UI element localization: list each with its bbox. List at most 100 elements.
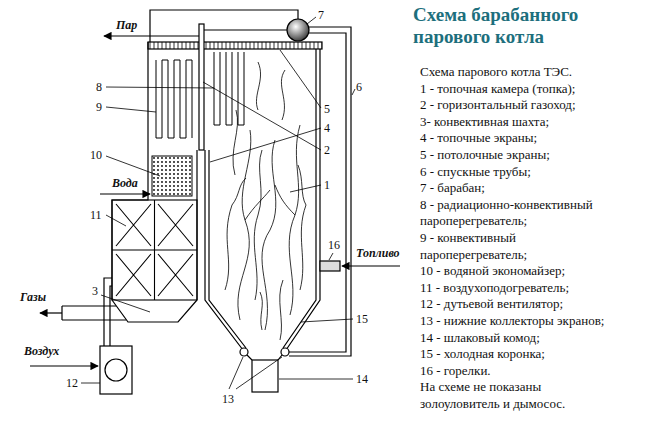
air-heater: [112, 200, 197, 300]
flame: [275, 185, 295, 215]
lower-collector: [240, 348, 248, 356]
shaft-wall: [112, 42, 148, 300]
leader-line: [352, 89, 355, 95]
shaft-hopper: [62, 306, 126, 320]
leader-line: [280, 50, 321, 108]
flow-arrow: [30, 365, 98, 366]
callout-number: 1: [324, 178, 330, 192]
shaft-hopper: [62, 300, 197, 322]
leader-line: [229, 357, 243, 389]
platen-superheater: [214, 52, 244, 125]
air-heater: [116, 204, 151, 246]
flame: [281, 70, 285, 120]
callout-number: 4: [324, 121, 330, 135]
flame: [233, 110, 238, 175]
steam-drum: [287, 19, 309, 41]
furnace-wall: [197, 49, 320, 350]
leader-line: [210, 128, 321, 162]
flow-label: Вода: [112, 176, 138, 190]
list-item: 12 - дутьевой вентилятор;: [420, 296, 668, 313]
furnace-wall: [286, 49, 320, 350]
burner: [320, 261, 340, 271]
list-item: 3- конвективная шахта;: [420, 114, 668, 131]
air-heater: [116, 254, 151, 296]
leader-line: [106, 87, 214, 88]
flame: [260, 292, 262, 330]
list-item: 11 - воздухоподогреватель;: [420, 280, 668, 297]
list-item: 14 - шлаковый комод;: [420, 330, 668, 347]
list-item: 13 - нижние коллекторы экранов;: [420, 313, 668, 330]
furnace-wall: [209, 150, 246, 348]
callout-number: 9: [96, 100, 102, 114]
burner: [320, 261, 340, 271]
leader-line: [279, 379, 353, 380]
callout-number: 12: [66, 376, 78, 390]
slag-box: [247, 355, 282, 360]
flow-arrow: [100, 193, 150, 194]
flame: [245, 190, 270, 220]
callout-number: 10: [90, 148, 102, 162]
leader-line: [106, 215, 126, 226]
callout-number: 6: [356, 80, 362, 94]
flame: [254, 150, 262, 300]
air-heater: [112, 200, 197, 300]
callout-number: 5: [324, 102, 330, 116]
flame: [225, 205, 232, 290]
list-note: На схеме не показаны золоуловитель и дым…: [420, 379, 580, 412]
lower-collector: [281, 348, 289, 356]
leader-line: [101, 295, 150, 312]
callout-number: 16: [328, 238, 340, 252]
leader-line: [301, 319, 353, 322]
leader-line: [290, 185, 321, 192]
list-item: 6 - спускные трубы;: [420, 164, 668, 181]
flame: [300, 205, 306, 290]
list-item: 1 - топочная камера (топка);: [420, 81, 668, 98]
leader-line: [329, 253, 333, 260]
list-item: 5 - потолочные экраны;: [420, 147, 668, 164]
list-heading: Схема парового котла ТЭС.: [420, 64, 668, 81]
slag-box: [252, 360, 278, 392]
blower-fan: [104, 278, 112, 346]
convective-superheater: [156, 60, 192, 138]
list-item: 4 - топочные экраны;: [420, 130, 668, 147]
leader-line: [307, 17, 316, 24]
blower-fan: [105, 359, 127, 381]
flame: [256, 62, 260, 110]
flow-label: Пар: [116, 18, 137, 32]
steam-pipe: [204, 29, 287, 30]
steam-pipe: [150, 10, 298, 150]
list-item: 9 - конвективный пароперегреватель;: [420, 230, 595, 263]
ceiling-screen: [148, 42, 322, 49]
leader-line: [81, 17, 355, 389]
steam-drum: [287, 19, 309, 41]
air-heater: [112, 200, 197, 300]
list-item: 8 - радиационно-конвективный пароперегре…: [420, 197, 635, 230]
flame: [280, 280, 283, 340]
leader-line: [236, 357, 282, 389]
flame: [298, 165, 306, 205]
leader-line: [106, 156, 160, 176]
convective-superheater: [156, 60, 192, 138]
steam-pipe: [150, 10, 298, 42]
flow-arrow: [104, 35, 199, 36]
flame: [232, 178, 246, 205]
callout-number: 11: [90, 208, 102, 222]
callout-number: 13: [222, 392, 234, 406]
callout-number: 8: [96, 80, 102, 94]
callout-number: 7: [318, 8, 324, 22]
flame: [289, 125, 300, 315]
callout-number: 14: [356, 372, 368, 386]
flame: [238, 130, 251, 320]
blower-fan: [100, 278, 132, 394]
flow-arrow: [342, 265, 400, 266]
air-heater: [158, 204, 193, 246]
list-item: 10 - водяной экономайзер;: [420, 263, 668, 280]
leader-line: [81, 383, 100, 384]
leader-line: [203, 82, 321, 150]
air-heater: [158, 254, 193, 296]
leader-line: [106, 107, 156, 112]
ceiling-screen: [148, 42, 322, 49]
economizer: [152, 156, 192, 196]
shaft-wall: [112, 42, 148, 300]
list-item: 2 - горизонтальный газоход;: [420, 97, 668, 114]
